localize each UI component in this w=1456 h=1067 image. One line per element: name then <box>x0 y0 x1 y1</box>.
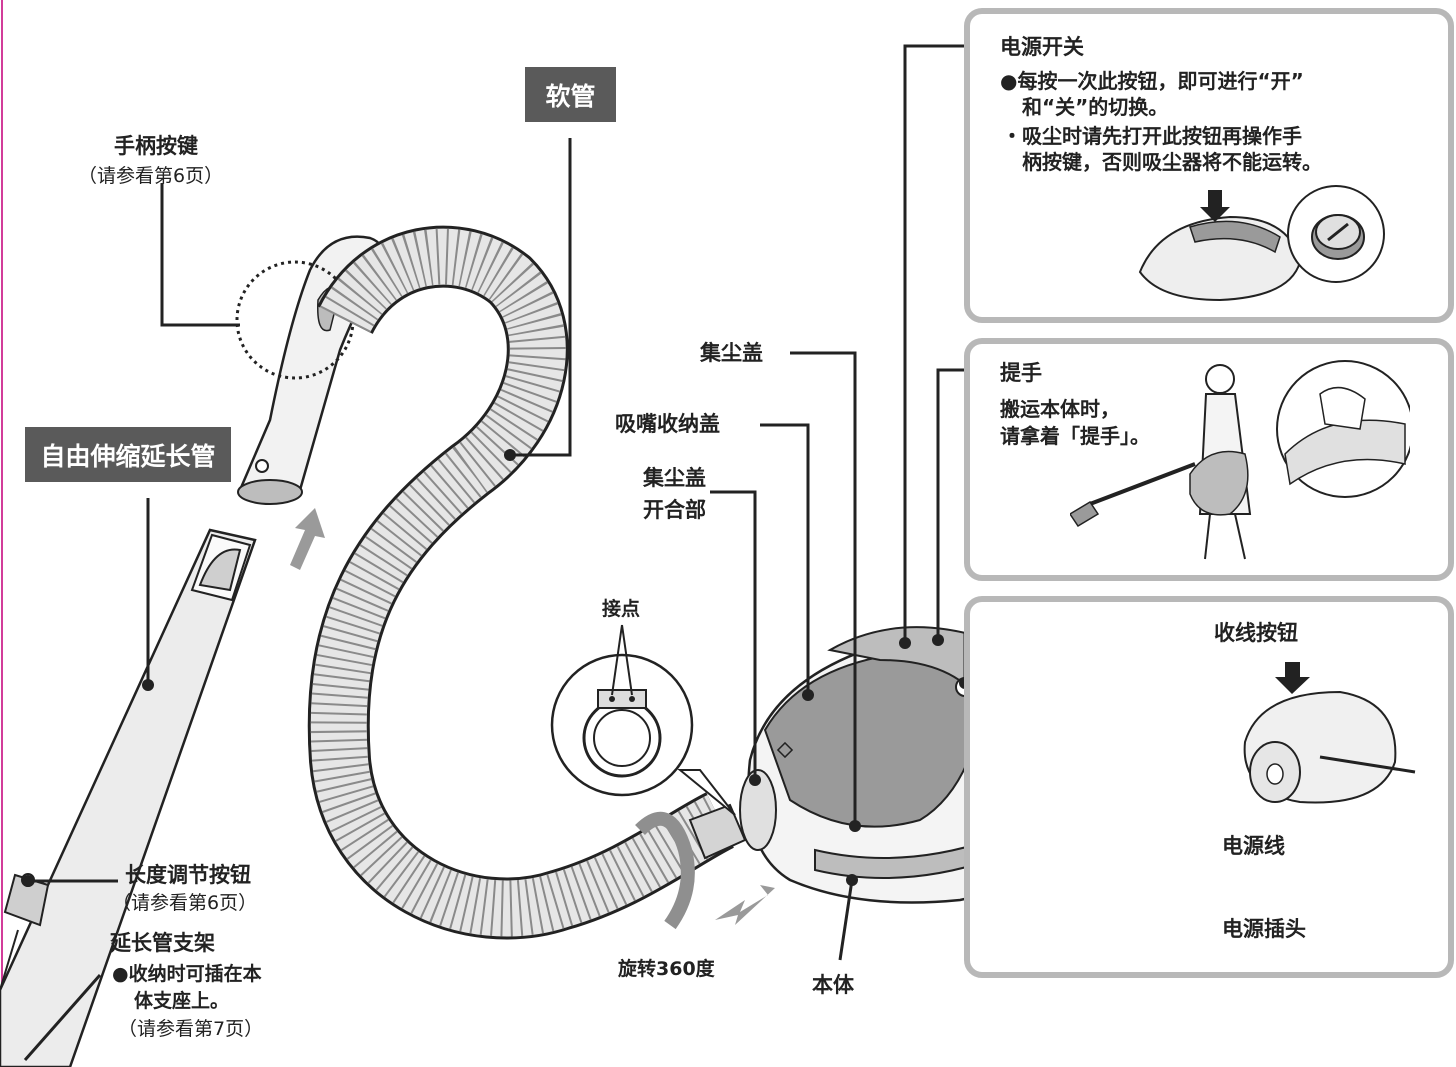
body-label: 本体 <box>812 973 854 997</box>
handle-button-label: 手柄按键 <box>114 134 198 158</box>
pipe-holder-label: 延长管支架 <box>110 931 215 955</box>
rotate-label: 旋转360度 <box>618 958 715 980</box>
carry-handle-label: 提手 <box>1000 361 1042 385</box>
power-note-4: 柄按键，否则吸尘器将不能运转。 <box>1022 150 1322 174</box>
handle-note-2: 请拿着「提手」。 <box>1000 424 1150 448</box>
handle-button-ref: （请参看第6页） <box>78 165 224 187</box>
pipe-holder-ref: （请参看第7页） <box>118 1018 264 1040</box>
leader-dots <box>22 449 1174 936</box>
pipe-holder-note-2: 体支座上。 <box>134 990 230 1012</box>
power-switch-illustration <box>1138 185 1385 302</box>
length-button-ref: （请参看第6页） <box>112 892 258 914</box>
power-note-3: ・吸尘时请先打开此按钮再操作手 <box>1002 124 1302 148</box>
cord-button-label: 收线按钮 <box>1214 621 1298 645</box>
power-note-1: ●每按一次此按钮，即可进行“开” <box>1000 69 1304 93</box>
cord-button-panel <box>964 596 1454 978</box>
nozzle-cover-label: 吸嘴收纳盖 <box>615 412 720 436</box>
hose-label: 软管 <box>525 67 616 122</box>
cord-rewind-illustration <box>1243 662 1416 804</box>
dust-cover-latch-label-1: 集尘盖 <box>643 466 706 490</box>
insert-arrow-icon <box>290 508 325 570</box>
dust-cover-latch-label-2: 开合部 <box>643 498 706 522</box>
power-note-2: 和“关”的切换。 <box>1022 95 1169 119</box>
telescopic-pipe-label: 自由伸缩延长管 <box>25 427 231 482</box>
insert-arrow-body-icon <box>715 885 775 925</box>
hose-illustration <box>307 225 747 940</box>
power-switch-panel <box>964 8 1454 323</box>
handle-note-1: 搬运本体时， <box>1000 397 1120 421</box>
dust-cover-label: 集尘盖 <box>700 341 763 365</box>
contacts-label: 接点 <box>602 598 641 620</box>
contacts-inset <box>550 624 736 816</box>
power-switch-label: 电源开关 <box>1000 35 1084 59</box>
length-button-label: 长度调节按钮 <box>125 863 251 887</box>
carry-handle-illustration <box>1070 360 1410 560</box>
rotate-arrow-icon <box>635 811 695 930</box>
pipe-holder-note-1: ●收纳时可插在本 <box>112 963 262 985</box>
carry-handle-panel <box>964 338 1454 581</box>
power-cord-label: 电源线 <box>1222 834 1285 858</box>
power-plug-label: 电源插头 <box>1222 917 1306 941</box>
